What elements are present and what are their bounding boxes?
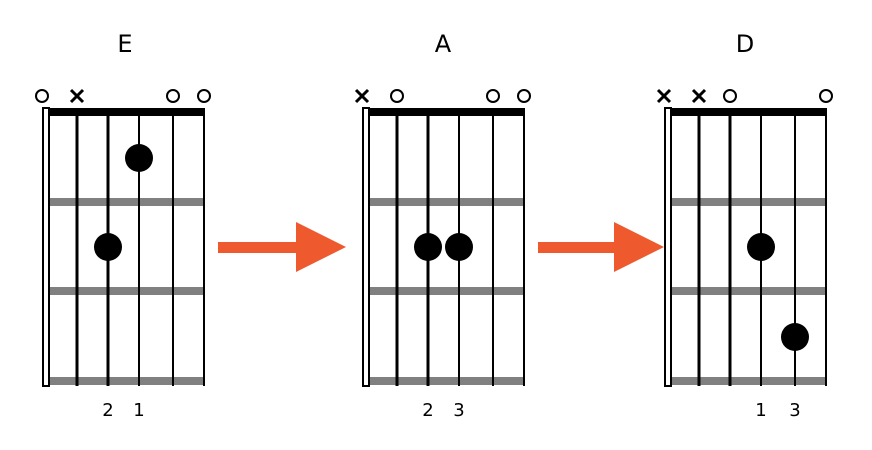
muted-string-icon	[69, 88, 85, 104]
muted-stroke	[656, 88, 672, 104]
finger-dot	[747, 233, 775, 261]
nut	[50, 108, 204, 116]
finger-label: 3	[789, 400, 800, 421]
fret-2	[370, 287, 524, 295]
fret-1	[370, 198, 524, 206]
string-5	[492, 108, 494, 386]
string-2	[75, 108, 79, 386]
open-string-icon	[197, 89, 211, 103]
open-string-icon	[390, 89, 404, 103]
muted-stroke	[691, 88, 707, 104]
muted-string-icon	[691, 88, 707, 104]
string-6	[203, 108, 205, 386]
finger-label: 1	[133, 400, 144, 421]
finger-label: 3	[453, 400, 464, 421]
fret-3	[370, 377, 524, 385]
fret-2	[672, 287, 826, 295]
nut	[370, 108, 524, 116]
fret-1	[672, 198, 826, 206]
chord-name: A	[435, 30, 452, 58]
chord-name: E	[117, 30, 132, 58]
string-2	[697, 108, 701, 386]
fret-3	[672, 377, 826, 385]
finger-dot	[445, 233, 473, 261]
open-string-icon	[35, 89, 49, 103]
finger-label: 2	[102, 400, 113, 421]
finger-dot	[94, 233, 122, 261]
fret-2	[50, 287, 204, 295]
finger-label: 2	[422, 400, 433, 421]
muted-stroke	[354, 88, 370, 104]
fret-1	[50, 198, 204, 206]
muted-string-icon	[354, 88, 370, 104]
muted-stroke	[69, 88, 85, 104]
finger-dot	[125, 144, 153, 172]
muted-string-icon	[656, 88, 672, 104]
string-2	[395, 108, 399, 386]
string-5	[794, 108, 796, 386]
string-6	[523, 108, 525, 386]
string-5	[172, 108, 174, 386]
string-6	[825, 108, 827, 386]
open-string-icon	[723, 89, 737, 103]
open-string-icon	[166, 89, 180, 103]
string-3	[728, 108, 732, 386]
progression-arrow	[538, 222, 664, 272]
finger-dot	[414, 233, 442, 261]
finger-label: 1	[755, 400, 766, 421]
fret-3	[50, 377, 204, 385]
string-1	[362, 107, 370, 387]
string-4	[138, 108, 140, 386]
string-1	[42, 107, 50, 387]
open-string-icon	[819, 89, 833, 103]
open-string-icon	[486, 89, 500, 103]
string-1	[664, 107, 672, 387]
chord-name: D	[736, 30, 754, 58]
nut	[672, 108, 826, 116]
progression-arrow	[218, 222, 346, 272]
finger-dot	[781, 323, 809, 351]
open-string-icon	[517, 89, 531, 103]
